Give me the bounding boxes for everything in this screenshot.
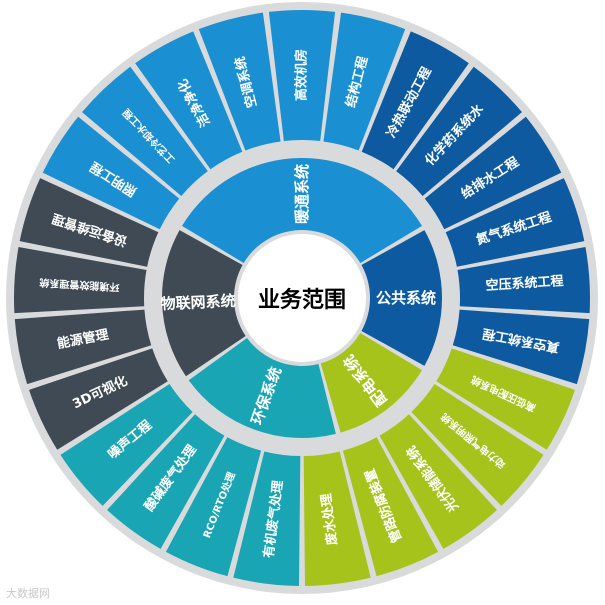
outer-segment [342,437,439,577]
outer-item-label: 空压系统工程 [485,273,564,294]
outer-segment [29,348,168,450]
outer-item-label: 高效机房 [294,49,310,101]
category-label: 物联网系统 [160,292,236,313]
inner-segment [162,230,246,377]
outer-segment [268,9,336,142]
outer-item-label: 废水处理 [318,492,340,546]
outer-segment [60,384,193,506]
outer-segment [165,437,262,577]
outer-segment [361,31,469,170]
outer-segment [457,246,591,314]
category-label: 暖通系统 [293,164,311,224]
outer-segment [107,414,225,549]
outer-segment [396,66,522,197]
outer-segment [379,414,497,549]
outer-segment [411,384,544,506]
outer-segment [233,451,301,586]
outer-segment [14,309,152,385]
inner-segment [181,158,423,263]
outer-segment [42,116,180,230]
outer-segment [14,246,147,314]
inner-segment [188,337,336,438]
outer-segment [198,12,281,151]
inner-segment [361,230,442,366]
center-circle [238,234,366,362]
outer-segment [303,451,371,586]
inner-segment [320,333,423,433]
outer-segment [452,309,590,385]
outer-segment [424,116,562,230]
outer-ring: 高效机房结构工程冷热联动工程化学药系统水给排水工程氮气系统工程空压系统工程真空系… [14,9,591,586]
center-title: 业务范围 [258,288,346,313]
category-label: 公共系统 [376,289,436,307]
outer-segment [135,31,243,170]
outer-segment [323,12,406,151]
outer-segment [19,178,159,267]
outer-segment [436,348,575,450]
outer-segment [445,178,585,267]
outer-segment [82,66,208,197]
watermark: 大数据网 [6,587,50,600]
